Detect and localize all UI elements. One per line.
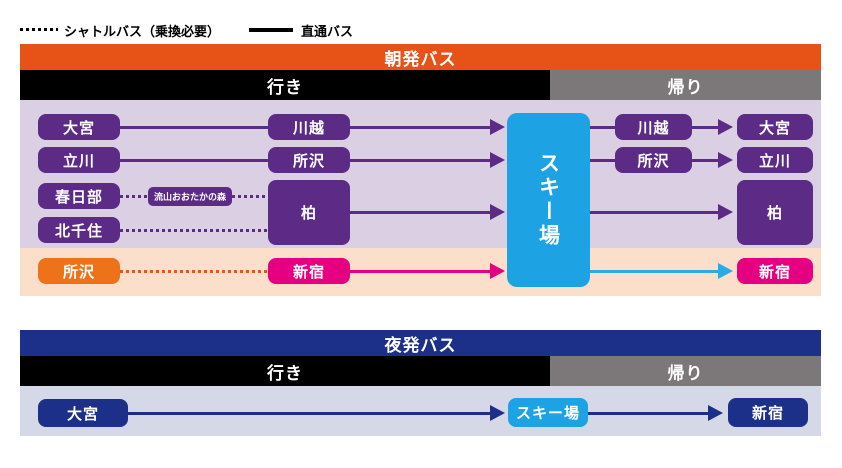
ski-resort-night: スキー場 [508,398,588,427]
line-kashiwa-ski [350,211,492,214]
legend-direct-label: 直通バス [301,25,354,40]
line-tokorozawa-tachikawa-ret [692,159,720,162]
legend-direct-solid-line-icon [249,28,293,32]
arrow-shinjuku-ski [490,263,505,279]
line-ski-tokorozawa-ret [590,159,615,162]
station-tokorozawa-mid-out: 所沢 [268,147,350,173]
morning-body-upper [20,100,821,248]
line-ski-shinjuku-ret [590,270,720,273]
shuttle-tokorozawa-shinjuku [120,270,268,273]
arrow-ski-kashiwa-ret [718,204,733,220]
shuttle-kitasenju-kashiwa [120,229,268,232]
night-outbound-bar: 行き [20,356,550,386]
station-kashiwa-out: 柏 [268,180,350,245]
arrow-kawagoe-omiya-ret [718,119,733,135]
morning-return-label: 帰り [667,77,704,98]
arrow-kashiwa-ski [490,204,505,220]
night-outbound-label: 行き [267,363,303,384]
arrow-omiya-ski-night [490,405,505,421]
shuttle-kasukabe-nagareyama [120,195,148,198]
night-title: 夜発バス [384,335,457,356]
arrow-ski-shinjuku-ret [718,263,733,279]
morning-return-bar: 帰り [550,70,821,100]
legend-shuttle-dotted-line-icon [20,28,58,31]
arrow-tokorozawa-tachikawa-ret [718,152,733,168]
arrow-ski-shinjuku-night [708,405,723,421]
morning-title: 朝発バス [384,49,457,70]
line-shinjuku-ski [350,270,492,273]
station-kitasenju-out: 北千住 [38,217,120,243]
line-omiya-kawagoe [120,126,268,129]
station-kasukabe-out: 春日部 [38,183,120,209]
station-kashiwa-ret: 柏 [737,180,813,245]
station-nagareyama-otakanomori: 流山おおたかの森 [148,187,232,206]
morning-section-header: 朝発バス [20,44,821,70]
line-tokorozawa-ski [350,159,492,162]
line-ski-kashiwa-ret [590,211,720,214]
station-tokorozawa-shuttle-out: 所沢 [38,258,120,284]
night-return-label: 帰り [667,363,704,384]
ski-resort-morning: スキー場 [507,113,590,287]
station-tachikawa-out: 立川 [38,147,120,173]
line-omiya-ski-night [128,412,492,415]
station-tachikawa-ret: 立川 [737,147,813,173]
station-shinjuku-night: 新宿 [728,398,808,427]
station-tokorozawa-ret: 所沢 [615,147,692,173]
night-section-header: 夜発バス [20,330,821,356]
legend-shuttle-label: シャトルバス（乗換必要） [64,25,221,40]
line-kawagoe-omiya-ret [692,126,720,129]
line-ski-shinjuku-night [588,412,710,415]
arrow-tokorozawa-ski [490,152,505,168]
line-kawagoe-ski [350,126,492,129]
morning-outbound-label: 行き [267,77,303,98]
station-shinjuku-out: 新宿 [268,258,350,284]
station-kawagoe-ret: 川越 [615,114,692,140]
shuttle-nagareyama-kashiwa [232,195,268,198]
arrow-kawagoe-ski [490,119,505,135]
station-omiya-out: 大宮 [38,114,120,140]
line-ski-kawagoe-ret [590,126,615,129]
station-shinjuku-ret: 新宿 [737,258,813,284]
morning-outbound-bar: 行き [20,70,550,100]
night-body [20,386,821,436]
station-omiya-night: 大宮 [38,399,128,427]
line-tachikawa-tokorozawa [120,159,268,162]
station-kawagoe-out: 川越 [268,114,350,140]
station-omiya-ret: 大宮 [737,114,813,140]
night-return-bar: 帰り [550,356,821,386]
